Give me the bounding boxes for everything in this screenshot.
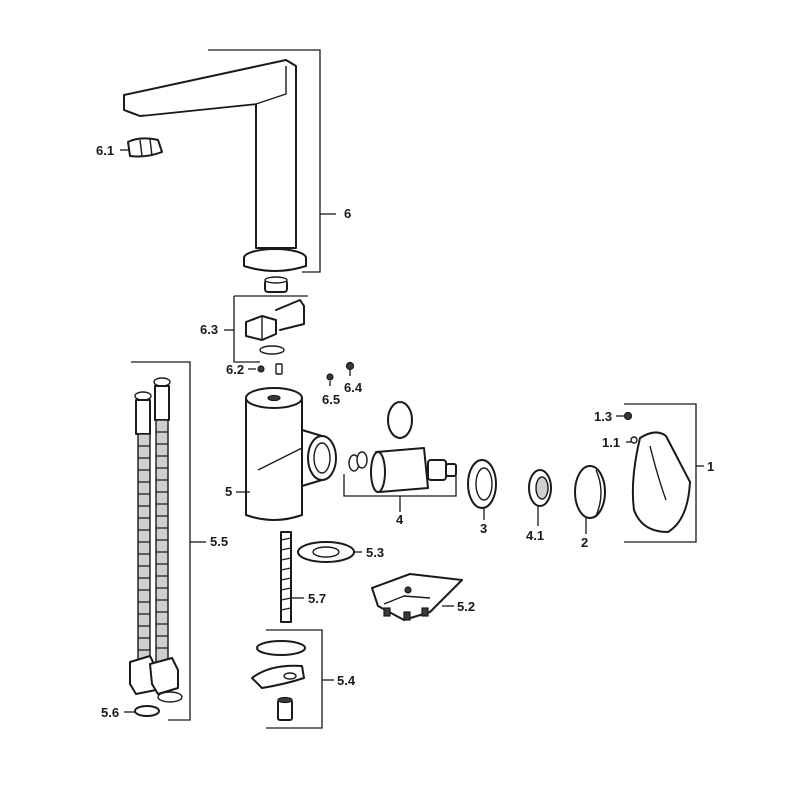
label-5-7: 5.7 <box>308 591 326 606</box>
threaded-rod <box>280 531 292 623</box>
pin-6-2 <box>275 363 283 375</box>
mounting-bracket <box>245 299 305 355</box>
screw-6-4 <box>345 361 355 371</box>
label-1-3: 1.3 <box>594 409 612 424</box>
spindle-adapter <box>528 469 552 507</box>
label-4-1: 4.1 <box>526 528 544 543</box>
label-5: 5 <box>225 484 232 499</box>
hose-washer <box>134 705 160 717</box>
label-6: 6 <box>344 206 351 221</box>
label-5-6: 5.6 <box>101 705 119 720</box>
label-2: 2 <box>581 535 588 550</box>
cover-cap <box>574 465 606 519</box>
leader-lines <box>120 49 704 729</box>
mounting-plate <box>371 573 463 621</box>
callout-labels: 6 6.1 6.3 6.2 6.5 6.4 5 5.5 5.3 5.7 5.2 … <box>96 143 714 720</box>
label-5-5: 5.5 <box>210 534 228 549</box>
label-6-1: 6.1 <box>96 143 114 158</box>
label-3: 3 <box>480 521 487 536</box>
spout-body <box>123 59 307 272</box>
label-5-3: 5.3 <box>366 545 384 560</box>
screw-6-5 <box>326 373 334 381</box>
flex-hoses <box>129 377 183 703</box>
cartridge <box>348 401 457 493</box>
screw-6-2 <box>257 365 265 373</box>
label-5-4: 5.4 <box>337 673 356 688</box>
bonnet-nut <box>467 459 497 509</box>
label-6-3: 6.3 <box>200 322 218 337</box>
label-6-2: 6.2 <box>226 362 244 377</box>
plug-1-1 <box>630 436 638 444</box>
label-5-2: 5.2 <box>457 599 475 614</box>
spout-nipple <box>264 276 288 293</box>
label-1-1: 1.1 <box>602 435 620 450</box>
fixing-set <box>251 640 306 721</box>
lever-handle <box>631 431 691 533</box>
label-1: 1 <box>707 459 714 474</box>
valve-body <box>245 387 337 521</box>
label-6-5: 6.5 <box>322 392 340 407</box>
screw-1-3 <box>623 411 633 421</box>
aerator <box>127 137 163 158</box>
label-6-4: 6.4 <box>344 380 363 395</box>
base-gasket <box>297 541 355 563</box>
label-4: 4 <box>396 512 404 527</box>
